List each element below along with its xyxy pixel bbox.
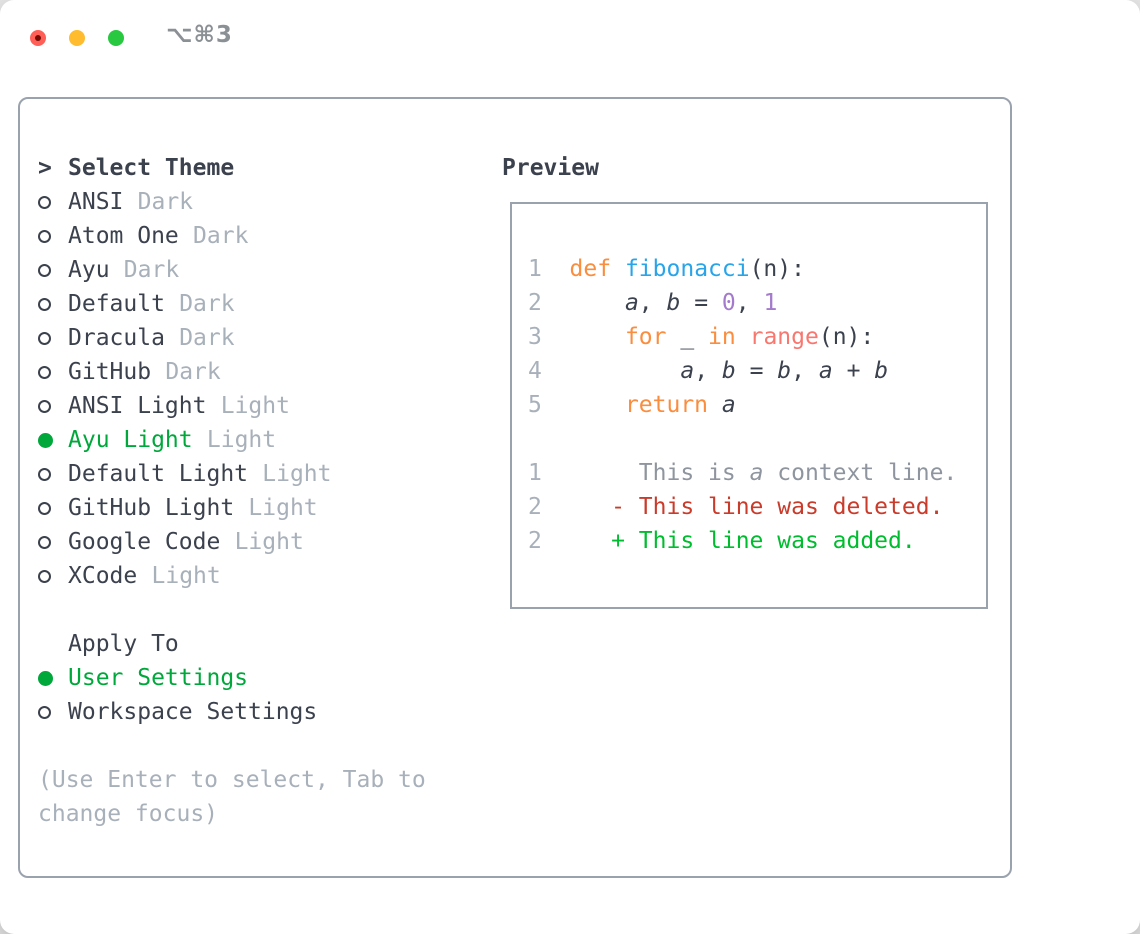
bullet-column	[38, 263, 68, 277]
select-theme-header: > Select Theme	[38, 151, 470, 185]
radio-icon	[38, 263, 51, 277]
theme-list-item[interactable]: Dracula Dark	[38, 321, 470, 355]
code-line: 5 return a	[528, 392, 736, 418]
radio-icon	[38, 331, 51, 345]
radio-icon	[38, 229, 51, 243]
theme-list-item[interactable]: Ayu Light Light	[38, 423, 470, 457]
radio-icon	[38, 432, 53, 448]
select-theme-title: Select Theme	[68, 155, 235, 181]
radio-icon	[38, 365, 51, 379]
radio-icon	[38, 467, 51, 481]
apply-to-header: Apply To	[38, 627, 470, 661]
radio-icon	[38, 195, 51, 209]
theme-variant: Light	[248, 495, 318, 521]
minimize-button-icon[interactable]	[69, 30, 85, 46]
theme-variant: Dark	[165, 359, 221, 385]
theme-variant: Dark	[179, 291, 235, 317]
preview-title: Preview	[502, 155, 599, 181]
theme-name: Ayu Light	[68, 427, 193, 453]
theme-name: GitHub	[68, 359, 152, 385]
code-line: 1 This is a context line.	[528, 460, 958, 486]
bullet-column	[38, 229, 68, 243]
bullet-column	[38, 535, 68, 549]
prompt-caret-icon: >	[38, 155, 52, 181]
theme-variant: Dark	[123, 257, 180, 283]
bullet-column	[38, 569, 68, 583]
traffic-lights	[30, 30, 124, 46]
theme-name: GitHub Light	[68, 495, 235, 521]
theme-list-item[interactable]: GitHub Light Light	[38, 491, 470, 525]
theme-name: Dracula	[68, 325, 165, 351]
bullet-column	[38, 195, 68, 209]
theme-name: Ayu	[68, 257, 110, 283]
theme-variant: Light	[151, 563, 221, 589]
theme-list-item[interactable]: GitHub Dark	[38, 355, 470, 389]
code-line: 2 a, b = 0, 1	[528, 290, 778, 316]
theme-list-item[interactable]: XCode Light	[38, 559, 470, 593]
radio-icon	[38, 501, 51, 515]
theme-list-item[interactable]: Default Dark	[38, 287, 470, 321]
theme-name: ANSI	[68, 189, 124, 215]
theme-variant: Light	[262, 461, 332, 487]
theme-list-item[interactable]: Google Code Light	[38, 525, 470, 559]
bullet-column	[38, 297, 68, 311]
theme-name: Default Light	[68, 461, 249, 487]
bullet-column	[38, 399, 68, 413]
theme-list-item[interactable]: ANSI Dark	[38, 185, 470, 219]
apply-option-label: User Settings	[68, 665, 249, 691]
code-line: 2 - This line was deleted.	[528, 494, 944, 520]
code-line: 3 for _ in range(n):	[528, 324, 875, 350]
radio-icon	[38, 705, 51, 719]
bullet-column	[38, 331, 68, 345]
apply-to-option[interactable]: User Settings	[38, 661, 470, 695]
radio-icon	[38, 670, 53, 686]
radio-icon	[38, 569, 51, 583]
code-line: 1 def fibonacci(n):	[528, 256, 805, 282]
prompt-column: >	[38, 155, 68, 181]
code-line	[528, 422, 986, 456]
close-button-icon[interactable]	[30, 30, 46, 46]
theme-name: Google Code	[68, 529, 221, 555]
radio-icon	[38, 297, 51, 311]
bullet-column	[38, 501, 68, 515]
theme-name: XCode	[68, 563, 138, 589]
zoom-button-icon[interactable]	[108, 30, 124, 46]
theme-list-item[interactable]: ANSI Light Light	[38, 389, 470, 423]
theme-variant: Light	[220, 393, 290, 419]
theme-list-item[interactable]: Ayu Dark	[38, 253, 470, 287]
bullet-column	[38, 670, 68, 686]
bullet-column	[38, 705, 68, 719]
bullet-column	[38, 432, 68, 448]
preview-box: 1 def fibonacci(n): 2 a, b = 0, 1 3 for _ …	[510, 202, 988, 609]
window-title-shortcut: ⌥⌘3	[166, 22, 233, 48]
code-line: 2 + This line was added.	[528, 528, 916, 554]
radio-icon	[38, 399, 51, 413]
title-bar: ⌥⌘3	[0, 0, 1140, 76]
spacer	[38, 593, 470, 627]
theme-name: ANSI Light	[68, 393, 207, 419]
radio-icon	[38, 535, 51, 549]
apply-to-option[interactable]: Workspace Settings	[38, 695, 470, 729]
theme-variant: Dark	[137, 189, 194, 215]
theme-variant: Light	[206, 427, 277, 453]
apply-to-list: User Settings Workspace Settings	[38, 661, 470, 729]
apply-option-label: Workspace Settings	[68, 699, 318, 725]
theme-variant: Dark	[193, 223, 249, 249]
theme-variant: Dark	[179, 325, 235, 351]
theme-list-item[interactable]: Atom One Dark	[38, 219, 470, 253]
bullet-column	[38, 467, 68, 481]
theme-list-item[interactable]: Default Light Light	[38, 457, 470, 491]
bullet-column	[38, 365, 68, 379]
theme-variant: Light	[234, 529, 304, 555]
keyboard-hint: (Use Enter to select, Tab to change focu…	[38, 767, 426, 827]
code-line: 4 a, b = b, a + b	[528, 358, 889, 384]
apply-to-title: Apply To	[68, 631, 179, 657]
theme-name: Atom One	[68, 223, 179, 249]
theme-name: Default	[68, 291, 165, 317]
